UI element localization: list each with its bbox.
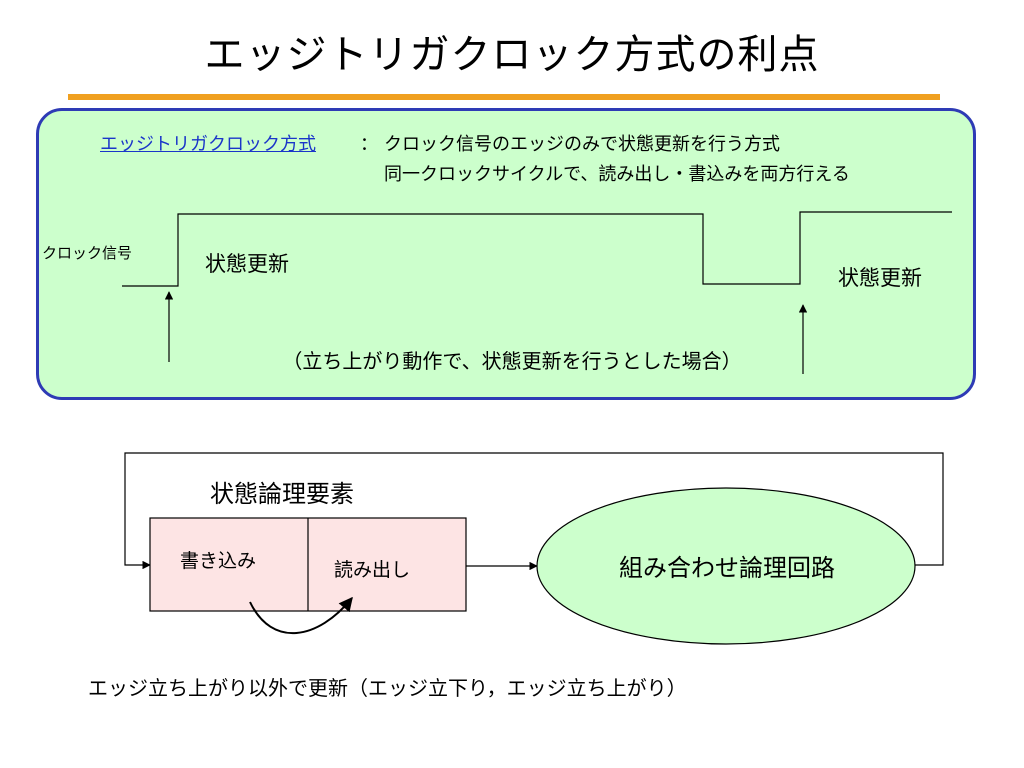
write-to-read-arrow (249, 596, 353, 635)
definition-colon: ： (360, 134, 378, 155)
clock-signal-label: クロック信号 (42, 244, 133, 262)
state-update-label-2: 状態更新 (838, 266, 922, 290)
state-element-title: 状態論理要素 (210, 480, 354, 508)
read-cell-label: 読み出し (334, 559, 411, 581)
logic-ellipse (536, 487, 916, 645)
clock-waveform (122, 211, 952, 287)
write-cell-label: 書き込み (180, 550, 257, 572)
term-link[interactable]: エッジトリガクロック方式 (100, 134, 316, 155)
definition-panel (36, 108, 976, 400)
feedback-loop (124, 452, 944, 570)
definition-line-2: 同一クロックサイクルで、読み出し・書込みを両方行える (384, 164, 850, 185)
definition-line-1: クロック信号のエッジのみで状態更新を行う方式 (384, 134, 780, 155)
timing-caption: （立ち上がり動作で、状態更新を行うとした場合） (282, 349, 742, 373)
footnote: エッジ立ち上がり以外で更新（エッジ立下り，エッジ立ち上がり） (88, 676, 687, 700)
logic-label: 組み合わせ論理回路 (619, 554, 835, 582)
state-update-label-1: 状態更新 (205, 252, 289, 276)
title-underline (68, 94, 940, 100)
slide-title: エッジトリガクロック方式の利点 (204, 32, 820, 78)
